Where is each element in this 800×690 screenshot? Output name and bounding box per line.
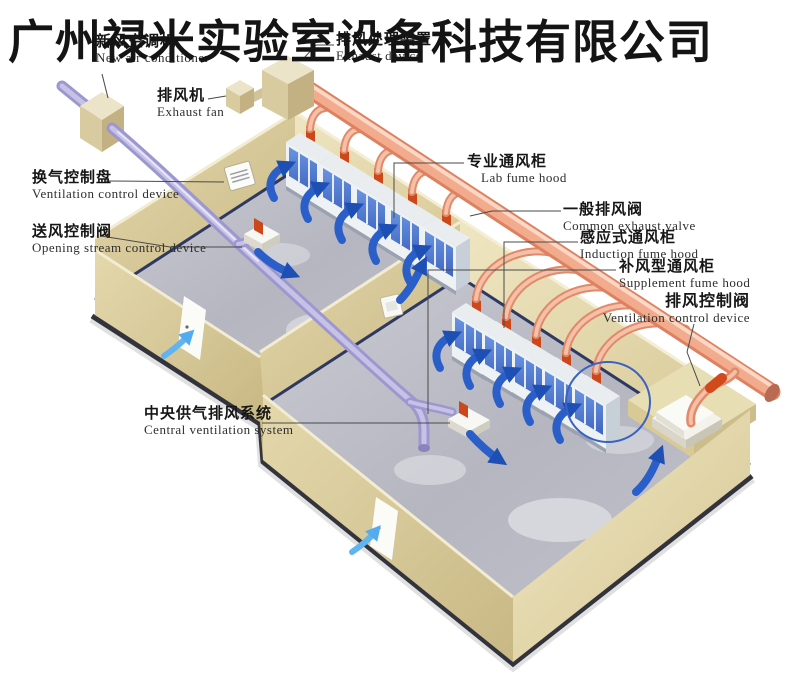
supply-pipe — [56, 80, 490, 452]
label-central-vent-system: 中央供气排风系统 Central ventilation system — [144, 406, 293, 437]
label-en: Lab fume hood — [481, 169, 567, 185]
main-exhaust-duct — [301, 81, 781, 428]
label-cn: 补风型通风柜 — [619, 259, 716, 275]
leader-lines — [100, 44, 701, 424]
red-valve — [254, 218, 263, 235]
exhaust-treatment-unit — [262, 56, 314, 120]
label-en: Ventilation control device — [32, 185, 180, 201]
label-induction-fume-hood: 感应式通风柜 Induction fume hood — [580, 230, 699, 261]
label-supplement-fume-hood: 补风型通风柜 Supplement fume hood — [619, 259, 750, 290]
exhaust-fan-unit — [226, 80, 266, 114]
central-ventilation-valve-box — [448, 401, 490, 439]
door-airflow-arrows — [161, 329, 381, 555]
red-valve — [459, 401, 468, 418]
door-room2 — [370, 497, 398, 560]
label-cn: 排风机 — [157, 88, 206, 104]
highlight-circle — [565, 361, 651, 443]
label-cn: 排风控制阀 — [664, 293, 750, 310]
label-cn: 送风控制阀 — [32, 224, 113, 240]
label-cn: 排风处理装置 — [336, 32, 433, 48]
label-cn: 专业通风柜 — [467, 154, 548, 170]
label-en: Opening stream control device — [32, 239, 207, 255]
label-opening-stream-valve: 送风控制阀 Opening stream control device — [32, 224, 206, 255]
label-en: Supplement fume hood — [619, 274, 751, 290]
front-walls — [94, 248, 750, 662]
label-en: New air conditioner — [96, 49, 210, 65]
orange-collar — [705, 373, 727, 393]
label-exhaust-control-valve: 排风控制阀 Ventilation control device — [603, 293, 750, 325]
label-lab-fume-hood: 专业通风柜 Lab fume hood — [467, 154, 567, 185]
label-exhaust-device: 排风处理装置 Exhaust device — [336, 32, 432, 63]
label-en: Common exhaust valve — [563, 217, 696, 233]
label-vent-control-panel: 换气控制盘 Ventilation control device — [32, 170, 179, 201]
label-en: Exhaust fan — [157, 103, 225, 119]
ventilation-control-panel — [223, 160, 256, 192]
label-cn: 感应式通风柜 — [580, 230, 677, 246]
label-en: Ventilation control device — [602, 309, 750, 325]
label-cn: 一般排风阀 — [563, 202, 644, 218]
label-en: Induction fume hood — [580, 245, 699, 261]
label-common-exhaust-valve: 一般排风阀 Common exhaust valve — [563, 202, 696, 233]
label-exhaust-fan: 排风机 Exhaust fan — [157, 88, 224, 119]
ground-shadow — [89, 313, 756, 673]
label-new-air-conditioner: 新风空调机 New air conditioner — [96, 34, 209, 65]
label-en: Central ventilation system — [144, 421, 294, 437]
label-cn: 换气控制盘 — [32, 170, 113, 186]
label-en: Exhaust device — [336, 47, 423, 63]
label-cn: 新风空调机 — [96, 34, 177, 50]
airflow-arrows — [254, 160, 665, 496]
label-cn: 中央供气排风系统 — [144, 406, 273, 422]
opening-stream-valve-box — [244, 218, 280, 252]
